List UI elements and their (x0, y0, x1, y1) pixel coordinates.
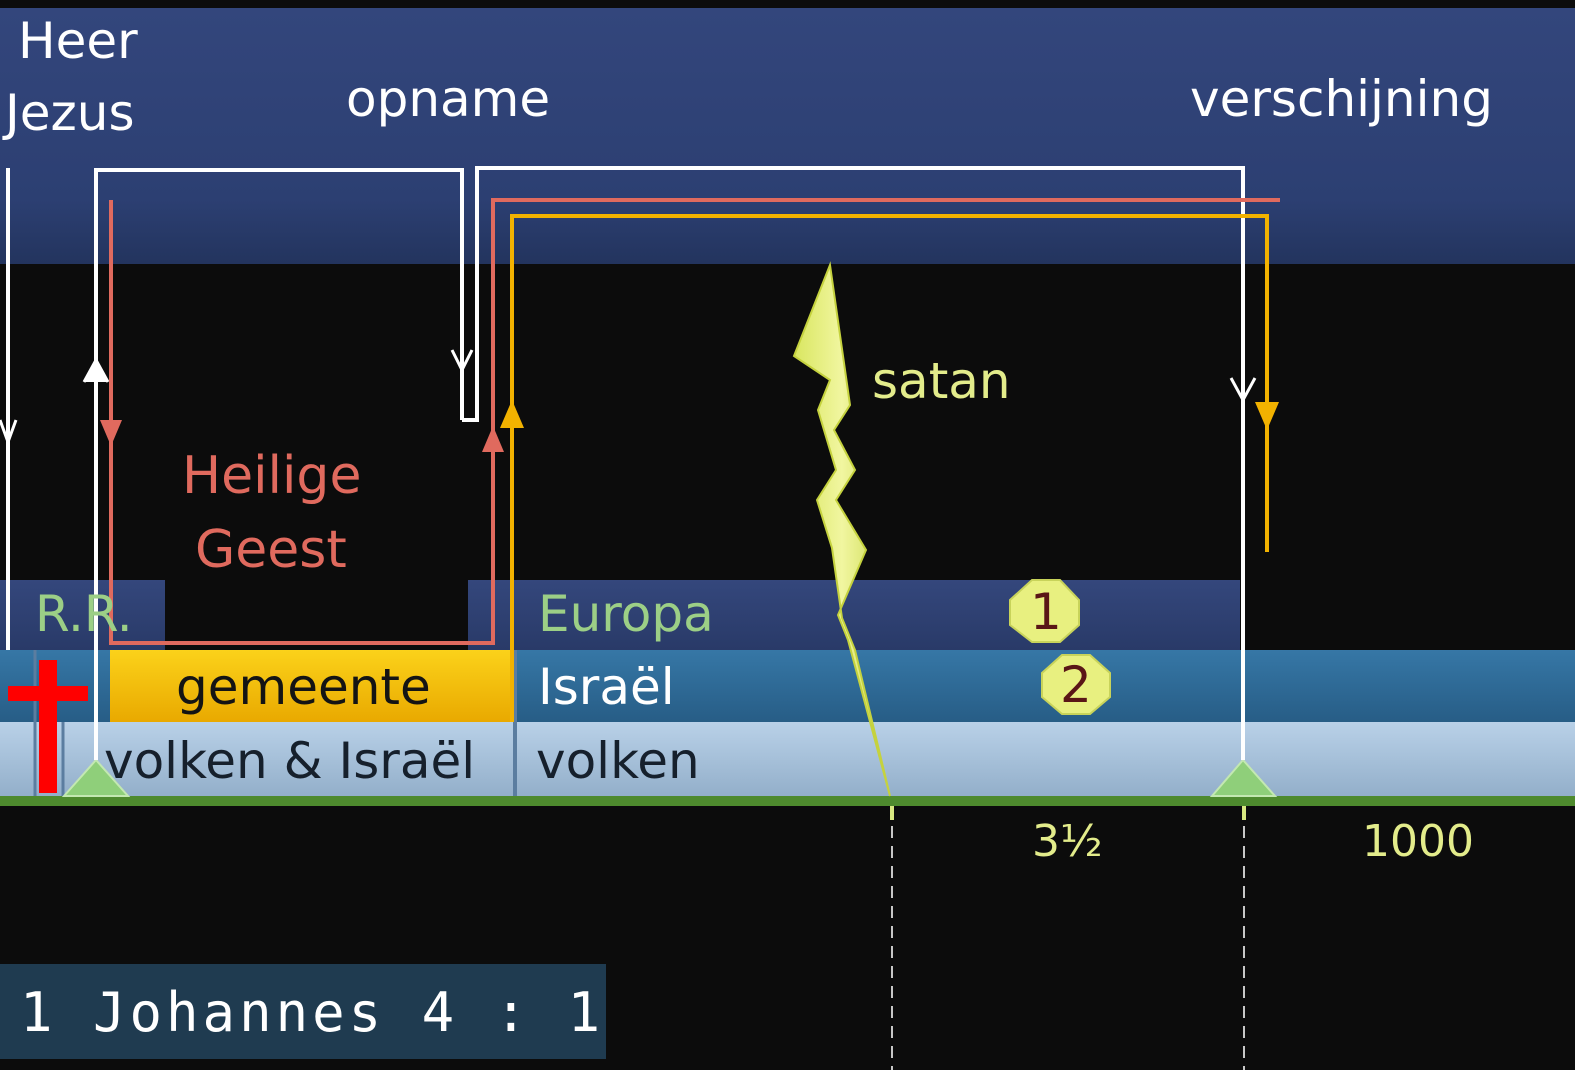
label-heer: Heer (18, 12, 138, 70)
arrowhead-white-verschijning (1229, 377, 1257, 404)
white-line-ascension (94, 168, 464, 760)
green-marker-left (61, 758, 131, 797)
lightning-bolt-satan (792, 261, 891, 797)
badge-2-shape (1041, 654, 1111, 715)
label-opname: opname (346, 70, 551, 128)
label-heilige: Heilige (182, 446, 362, 506)
label-volken: volken (536, 732, 700, 790)
salmon-line-geest (109, 198, 1280, 645)
gemeente-bar (110, 650, 514, 722)
reference-box: 1 Johannes 4 : 1 (0, 964, 606, 1059)
badge-1-shape (1009, 579, 1080, 643)
badge-2: 2 (1060, 656, 1092, 714)
white-line-opname-return (462, 166, 1245, 760)
arrowhead-gold-down (1255, 402, 1279, 430)
arrowhead-salmon-up (482, 426, 504, 452)
arrowhead-white-opname (450, 349, 474, 374)
timeline-line (0, 796, 1575, 806)
europa-bar-right (468, 580, 1240, 650)
green-marker-right (1209, 758, 1278, 797)
europa-bar-left (0, 580, 165, 650)
timeline-label-3half: 3½ (1032, 816, 1103, 867)
gold-line-gemeente (510, 214, 1269, 722)
cross-vertical (39, 660, 57, 793)
arrowhead-white-left (0, 419, 18, 447)
label-geest: Geest (195, 520, 347, 580)
label-jezus: Jezus (5, 84, 135, 142)
label-europa: Europa (538, 585, 714, 643)
volken-bar (0, 722, 1575, 796)
label-gemeente: gemeente (176, 658, 431, 716)
label-rr: R.R. (35, 585, 133, 643)
reference-text: 1 Johannes 4 : 1 (20, 981, 605, 1044)
label-verschijning: verschijning (1190, 70, 1493, 128)
badge-1: 1 (1030, 583, 1062, 641)
label-satan: satan (872, 352, 1011, 410)
arrowhead-gold-up (500, 400, 524, 428)
arrowhead-salmon-down (100, 420, 122, 446)
label-israel: Israël (538, 658, 675, 716)
header-band (0, 8, 1575, 264)
label-volken-israel: volken & Israël (104, 732, 476, 790)
timeline-label-1000: 1000 (1362, 816, 1474, 867)
cross-horizontal (8, 686, 88, 701)
arrowhead-white-up (82, 356, 110, 383)
